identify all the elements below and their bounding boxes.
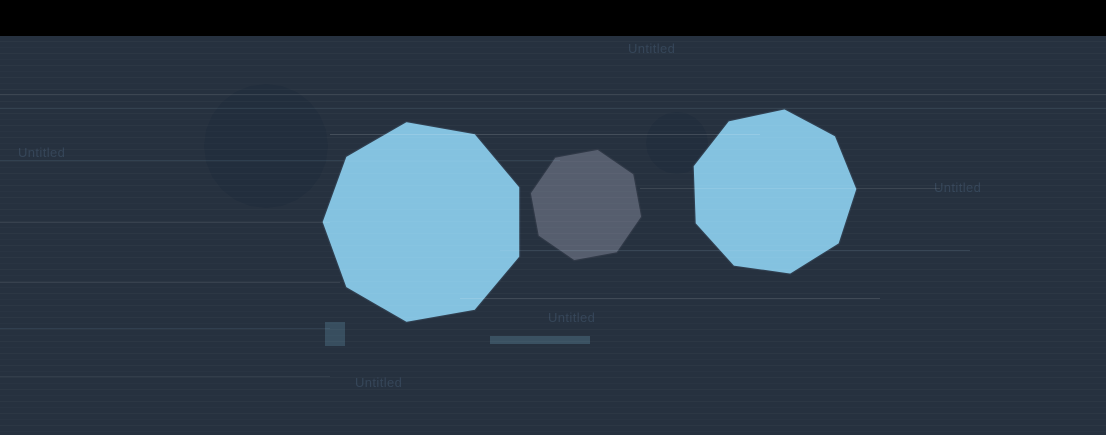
node-blue-right[interactable] — [687, 106, 859, 278]
label-left: Untitled — [18, 145, 66, 160]
node-gray-center[interactable] — [527, 146, 645, 264]
top-black-bar — [0, 0, 1106, 36]
node-blue-left[interactable] — [320, 118, 528, 326]
node-blue-left-polygon[interactable] — [321, 120, 521, 324]
glitch-streak — [0, 222, 330, 223]
glitch-streak — [490, 336, 590, 344]
node-gray-center-polygon[interactable] — [529, 148, 643, 262]
label-top: Untitled — [628, 41, 676, 56]
glitch-streak — [0, 108, 1106, 109]
node-dark-small-center-polygon[interactable] — [646, 112, 708, 174]
node-dark-small-center[interactable] — [644, 110, 710, 176]
glitch-streak — [0, 376, 330, 377]
node-blue-right-polygon[interactable] — [692, 108, 858, 275]
node-dark-large-left[interactable] — [202, 82, 330, 210]
label-bottom-left: Untitled — [355, 375, 403, 390]
node-dark-large-left-polygon[interactable] — [204, 84, 328, 208]
glitch-streak — [0, 94, 1106, 95]
label-right: Untitled — [934, 180, 982, 195]
glitch-streak — [0, 282, 340, 283]
label-bottom-center: Untitled — [548, 310, 596, 325]
glitch-streak — [0, 328, 330, 329]
